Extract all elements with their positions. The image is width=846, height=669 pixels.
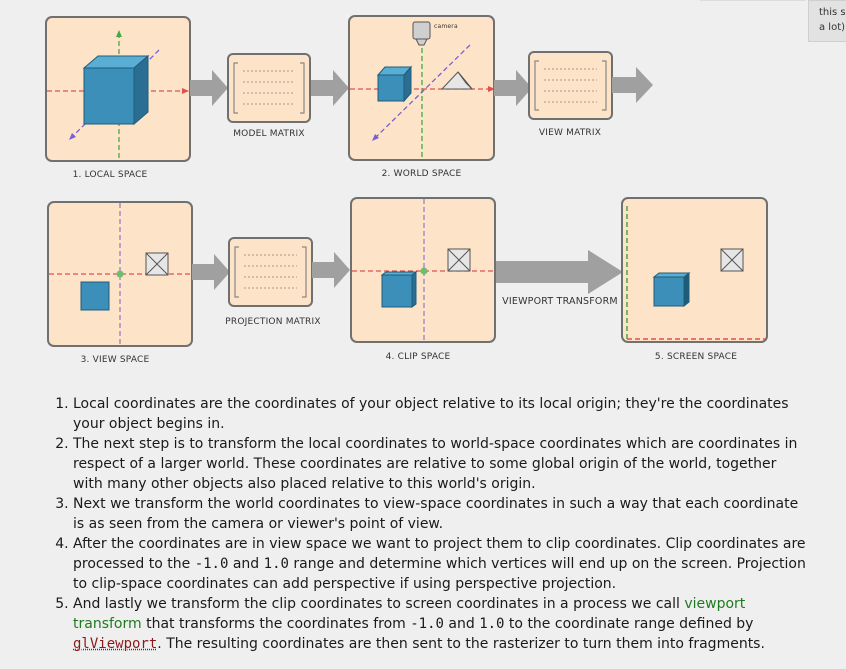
step-text: and (228, 556, 264, 572)
step-text: . The resulting coordinates are then sen… (157, 636, 765, 652)
viewport-arrow-icon (496, 250, 623, 294)
caption-model-matrix: MODEL MATRIX (233, 129, 305, 139)
clip-space-scene (352, 199, 494, 341)
matrix-icon (534, 60, 607, 111)
arrow-right-icon (190, 70, 228, 106)
viewport-transform-link[interactable]: viewport transform (73, 596, 746, 632)
screen-space-panel (621, 197, 768, 343)
caption-clip-space: 4. CLIP SPACE (385, 352, 451, 362)
step-text: to the coordinate range defined by (504, 616, 754, 632)
local-space-panel (45, 16, 191, 162)
matrix-icon (233, 62, 305, 114)
inline-code: -1.0 (410, 616, 444, 632)
step-text: Next we transform the world coordinates … (73, 496, 799, 532)
arrow-right-icon (312, 252, 350, 288)
top-divider (700, 0, 806, 1)
arrow-right-icon (612, 67, 653, 103)
clip-space-panel (350, 197, 496, 343)
view-matrix-box (528, 51, 613, 120)
inline-code: 1.0 (479, 616, 505, 632)
model-matrix-box (227, 53, 311, 123)
step-text: and (443, 616, 480, 632)
arrow-right-icon (311, 70, 349, 106)
step-text: that transforms the coordinates from (141, 616, 411, 632)
arrow-right-icon (494, 70, 532, 106)
matrix-icon (234, 246, 307, 298)
view-space-scene (49, 203, 191, 345)
local-space-scene (47, 30, 189, 158)
caption-viewport-transform: VIEWPORT TRANSFORM (502, 296, 618, 307)
step-text: The next step is to transform the local … (73, 436, 798, 492)
inline-code: 1.0 (263, 556, 289, 572)
step-text: range and determine which vertices will … (73, 556, 806, 592)
side-note: this s a lot). (808, 0, 846, 42)
projection-matrix-box (228, 237, 313, 307)
caption-local-space: 1. LOCAL SPACE (72, 170, 148, 180)
step-text: After the coordinates are in view space … (73, 536, 806, 572)
world-space-scene (350, 21, 493, 157)
arrow-right-icon (192, 254, 230, 290)
camera-label: camera (434, 23, 458, 30)
side-note-line-2: a lot). (819, 22, 846, 33)
view-space-panel (47, 201, 193, 347)
caption-world-space: 2. WORLD SPACE (381, 169, 462, 179)
caption-view-space: 3. VIEW SPACE (80, 355, 150, 365)
side-note-line-1: this s (819, 7, 846, 18)
coordinate-systems-diagram: 1. LOCAL SPACE MODEL MATRIX (45, 15, 768, 365)
caption-view-matrix: VIEW MATRIX (538, 128, 602, 138)
screen-space-scene (626, 203, 766, 340)
glviewport-code-link[interactable]: glViewport (73, 636, 158, 652)
world-space-panel: camera (348, 15, 495, 161)
list-item: And lastly we transform the clip coordin… (73, 594, 808, 654)
list-item: Local coordinates are the coordinates of… (73, 394, 808, 434)
caption-projection-matrix: PROJECTION MATRIX (225, 317, 321, 327)
list-item: The next step is to transform the local … (73, 434, 808, 494)
steps-list: Local coordinates are the coordinates of… (56, 394, 808, 654)
list-item: After the coordinates are in view space … (73, 534, 808, 594)
inline-code: -1.0 (194, 556, 229, 572)
caption-screen-space: 5. SCREEN SPACE (654, 352, 738, 362)
step-text: And lastly we transform the clip coordin… (73, 596, 685, 612)
list-item: Next we transform the world coordinates … (73, 494, 808, 534)
step-text: Local coordinates are the coordinates of… (73, 396, 789, 432)
